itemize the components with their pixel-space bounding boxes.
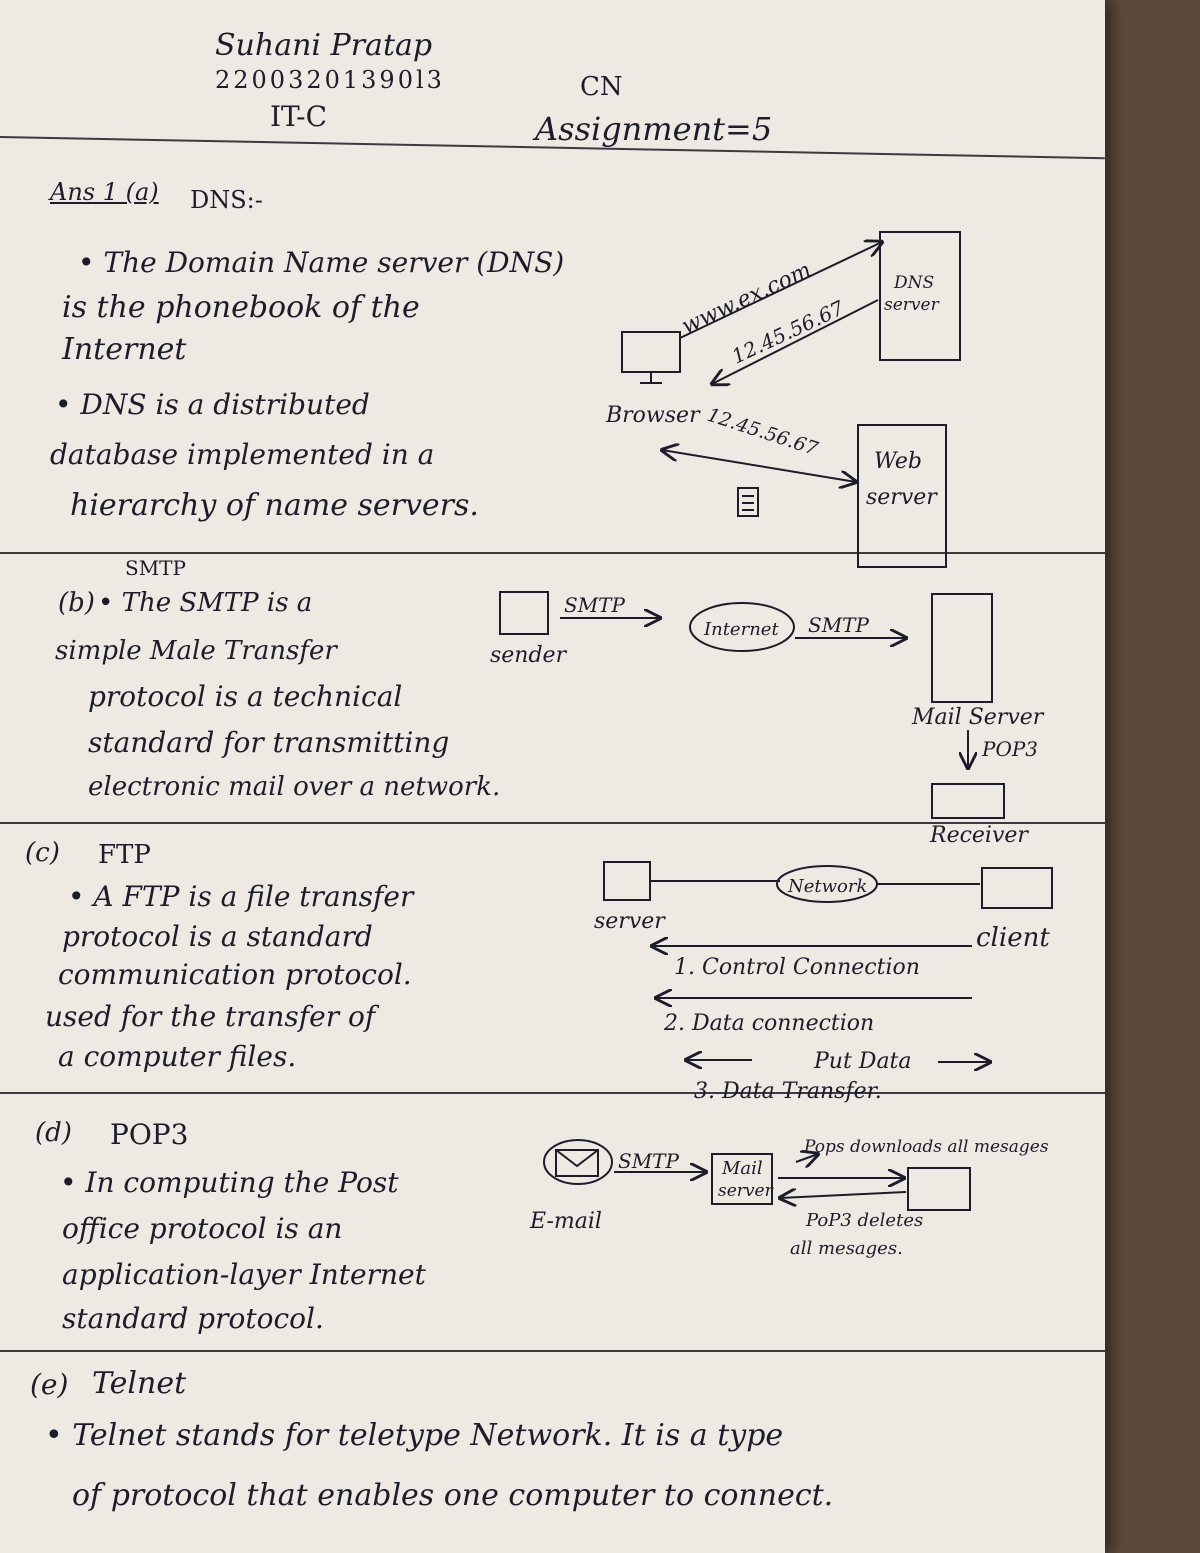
smtp-line-4: standard for transmitting xyxy=(88,726,450,759)
receiver-label: Receiver xyxy=(929,823,1029,848)
pop3-title: POP3 xyxy=(110,1118,189,1151)
pop3-line-2: office protocol is an xyxy=(62,1212,343,1245)
browser-ip-label: 12.45.56.67 xyxy=(704,404,821,461)
hand-drawn-diagrams: www.ex.com 12.45.56.67 DNS server Browse… xyxy=(490,231,1053,1259)
smtp-arrow-label-2: SMTP xyxy=(808,613,870,637)
pop3-diagram xyxy=(543,1139,971,1211)
assignment-title: Assignment=5 xyxy=(535,110,773,148)
ftp-step-1: 1. Control Connection xyxy=(674,955,920,980)
answer-label-d: (d) xyxy=(35,1118,72,1148)
sender-box xyxy=(499,591,549,635)
divider-a xyxy=(0,552,1105,554)
pop3-line-4: standard protocol. xyxy=(62,1302,324,1335)
ftp-client-box xyxy=(981,867,1053,909)
smtp-diagram xyxy=(499,591,1005,819)
dns-line-4: • DNS is a distributed xyxy=(55,388,370,421)
mail-server-box xyxy=(931,593,993,703)
ftp-line-1: • A FTP is a file transfer xyxy=(68,880,414,913)
section: IT-C xyxy=(270,100,328,133)
student-name: Suhani Pratap xyxy=(215,28,433,63)
computer-monitor-icon xyxy=(621,331,681,373)
pop3-client-box xyxy=(907,1167,971,1211)
pop3-mail-server-box xyxy=(711,1153,773,1205)
answer-label-a: Ans 1 (a) xyxy=(50,178,159,206)
answer-label-b: (b) xyxy=(58,588,95,618)
browser-web-arrow xyxy=(662,450,856,482)
ftp-title: FTP xyxy=(98,840,151,870)
dns-diagram xyxy=(621,231,961,568)
pop3-line-1: • In computing the Post xyxy=(60,1166,399,1199)
ftp-line-4: used for the transfer of xyxy=(45,1000,376,1033)
dns-server-label-2: server xyxy=(884,295,940,315)
answer-arrow xyxy=(712,299,879,384)
web-server-label-2: server xyxy=(866,485,938,510)
pop3-downloads-label: Pops downloads all mesages xyxy=(803,1137,1049,1157)
query-arrow xyxy=(679,242,882,339)
pop3-deletes-label-2: all mesages. xyxy=(790,1238,903,1259)
dns-line-3: Internet xyxy=(62,332,187,367)
divider-c xyxy=(0,1092,1105,1094)
pop3-line-3: application-layer Internet xyxy=(62,1258,426,1291)
dns-server-box xyxy=(879,231,961,361)
dns-server-label-1: DNS xyxy=(893,273,934,293)
pop3-mail-server-label-1: Mail xyxy=(721,1158,763,1179)
divider-d xyxy=(0,1350,1105,1352)
ftp-server-label: server xyxy=(594,909,666,934)
receiver-box xyxy=(931,783,1005,819)
roll-number: 22003201390l3 xyxy=(215,66,445,94)
ftp-line-2: protocol is a standard xyxy=(62,920,373,953)
smtp-line-3: protocol is a technical xyxy=(88,680,403,713)
client-label: client xyxy=(976,923,1050,953)
email-label: E-mail xyxy=(529,1209,602,1234)
internet-cloud xyxy=(689,602,795,652)
subject: CN xyxy=(580,72,623,102)
email-envelope-icon xyxy=(555,1149,599,1177)
web-server-label-1: Web xyxy=(874,449,922,474)
internet-label: Internet xyxy=(703,619,779,640)
ftp-step-2: 2. Data connection xyxy=(663,1011,874,1036)
dns-title: DNS:- xyxy=(190,186,263,214)
dns-line-2: is the phonebook of the xyxy=(62,290,420,325)
dns-line-5: database implemented in a xyxy=(50,438,435,471)
telnet-title: Telnet xyxy=(92,1366,187,1401)
telnet-line-2: of protocol that enables one computer to… xyxy=(72,1478,834,1513)
pop3-arrow-label: POP3 xyxy=(981,737,1038,761)
network-label: Network xyxy=(787,876,867,897)
dns-line-6: hierarchy of name servers. xyxy=(70,488,479,523)
smtp-line-1: • The SMTP is a xyxy=(98,588,313,618)
ftp-server-box xyxy=(603,861,651,901)
notebook-page: Suhani Pratap 22003201390l3 IT-C CN Assi… xyxy=(0,0,1105,1553)
smtp-heading: SMTP xyxy=(125,556,186,580)
browser-label: Browser xyxy=(605,403,701,428)
smtp-line-5: electronic mail over a network. xyxy=(88,772,501,802)
divider-b xyxy=(0,822,1105,824)
dns-line-1: • The Domain Name server (DNS) xyxy=(78,246,565,279)
web-server-box xyxy=(857,424,947,568)
sender-label: sender xyxy=(490,643,568,668)
answer-label-e: (e) xyxy=(30,1368,69,1401)
ftp-line-5: a computer files. xyxy=(58,1040,297,1073)
answer-label-c: (c) xyxy=(25,838,60,868)
smtp-arrow-label-1: SMTP xyxy=(564,593,626,617)
ftp-line-3: communication protocol. xyxy=(58,958,412,991)
mail-server-label: Mail Server xyxy=(911,705,1045,730)
ftp-step-3: 3. Data Transfer. xyxy=(694,1079,882,1104)
pop3-deletes-label-1: PoP3 deletes xyxy=(805,1210,923,1231)
pop3-smtp-label: SMTP xyxy=(618,1149,680,1173)
pop3-mail-server-label-2: server xyxy=(718,1181,774,1201)
document-icon xyxy=(737,487,759,517)
smtp-line-2: simple Male Transfer xyxy=(55,636,337,666)
telnet-line-1: • Telnet stands for teletype Network. It… xyxy=(45,1418,784,1453)
ftp-diagram xyxy=(603,861,1053,1062)
ftp-put-data: Put Data xyxy=(813,1049,912,1074)
